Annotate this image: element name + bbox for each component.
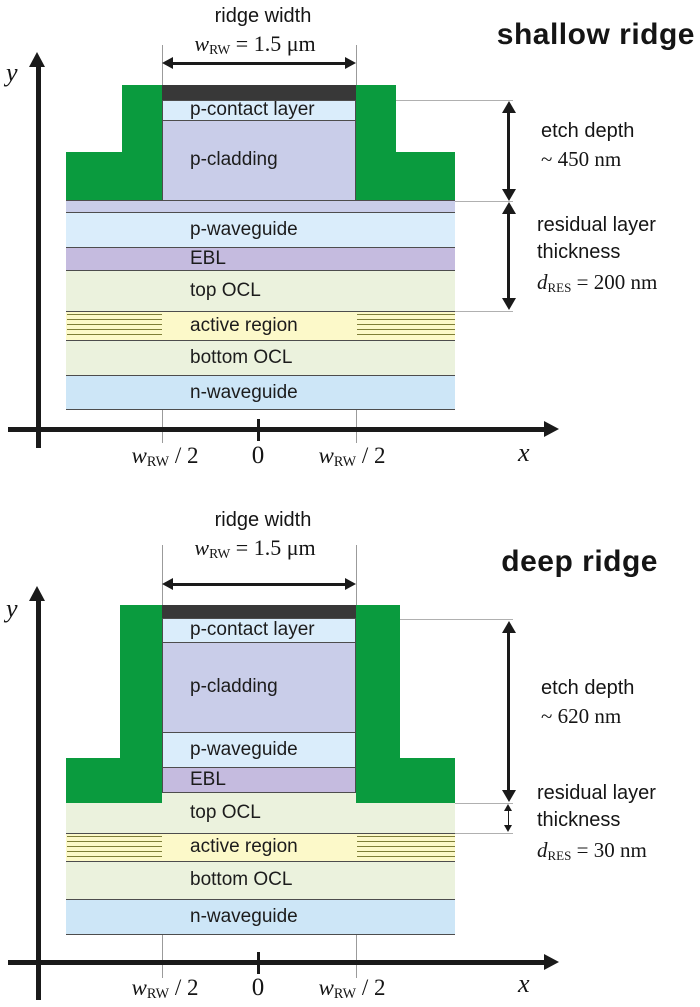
quantum-well-stripes xyxy=(67,836,162,857)
arrow-up-head-icon xyxy=(501,621,516,633)
layer-p-waveguide: p-waveguide xyxy=(66,212,455,247)
arrow-down-head-icon xyxy=(501,298,516,310)
arrow-up-head-icon xyxy=(501,202,516,214)
x-axis xyxy=(8,960,545,965)
layer-n-waveguide: n-waveguide xyxy=(66,375,455,410)
ridge-width-caption: ridge width xyxy=(214,509,312,531)
y-axis-label: y xyxy=(6,594,18,623)
layer-bottom-ocl: bottom OCL xyxy=(66,340,455,375)
etch-depth-caption: etch depth xyxy=(541,120,635,142)
etch-depth-value: ~ 450 nm xyxy=(541,147,622,171)
arrow-down-head-icon xyxy=(501,189,516,201)
arrow-down-head-icon xyxy=(504,825,512,832)
green-contact-pad-left xyxy=(66,85,162,200)
residual-formula: dRES = 200 nm xyxy=(537,270,658,295)
residual-thickness-arrow xyxy=(504,804,513,832)
etch-depth-arrow xyxy=(501,101,516,201)
green-contact-pad-left xyxy=(66,605,162,803)
diagram-title: shallow ridge xyxy=(496,18,695,51)
etch-depth-arrow xyxy=(501,621,516,802)
layer-bottom-ocl: bottom OCL xyxy=(66,861,455,899)
arrow-left-head-icon xyxy=(162,578,173,590)
green-contact-pad-right xyxy=(356,605,455,803)
etch-depth-caption: etch depth xyxy=(541,677,635,699)
ref-line-etch-top xyxy=(400,619,513,620)
y-axis-label: y xyxy=(6,58,18,87)
layer-p-cladding: p-cladding xyxy=(162,642,356,732)
arrow-right-head-icon xyxy=(345,578,356,590)
arrow-up-head-icon xyxy=(501,101,516,113)
green-contact-pad-right xyxy=(356,85,455,200)
half-width-tick-label-right: wRW / 2 xyxy=(318,443,386,471)
quantum-well-stripes xyxy=(357,314,455,335)
layer-p-contact: p-contact layer xyxy=(162,618,356,642)
etch-depth-value: ~ 620 nm xyxy=(541,704,622,728)
arrow-right-head-icon xyxy=(345,57,356,69)
quantum-well-stripes xyxy=(357,836,455,857)
y-axis-arrowhead-icon xyxy=(29,586,45,601)
metal-contact-bar xyxy=(162,605,356,618)
origin-label: 0 xyxy=(251,974,265,1001)
y-axis xyxy=(36,598,41,1000)
x-axis-arrowhead-icon xyxy=(544,421,559,437)
arrow-down-head-icon xyxy=(501,790,516,802)
half-width-tick-label-right: wRW / 2 xyxy=(318,975,386,1003)
residual-caption-line1: residual layer xyxy=(537,214,656,236)
residual-caption-line2: thickness xyxy=(537,241,621,263)
half-width-tick-label-left: wRW / 2 xyxy=(131,975,199,1003)
ref-line-etch-bottom xyxy=(455,201,513,202)
ridge-width-formula: wRW = 1.5 μm xyxy=(194,535,316,561)
x-axis xyxy=(8,427,545,432)
half-width-tick-label-left: wRW / 2 xyxy=(131,443,199,471)
ridge-width-formula: wRW = 1.5 μm xyxy=(194,31,316,57)
arrow-left-head-icon xyxy=(162,57,173,69)
quantum-well-stripes xyxy=(67,314,162,335)
arrow-up-head-icon xyxy=(504,804,512,811)
ridge-width-arrow xyxy=(162,57,356,70)
y-axis-arrowhead-icon xyxy=(29,52,45,67)
layer-n-waveguide: n-waveguide xyxy=(66,899,455,935)
residual-caption-line2: thickness xyxy=(537,809,621,831)
ref-line-etch-bottom xyxy=(455,803,513,804)
residual-formula: dRES = 30 nm xyxy=(537,838,647,863)
metal-contact-bar xyxy=(162,85,356,100)
diagram-title: deep ridge xyxy=(501,545,658,578)
ref-line-etch-top xyxy=(396,100,513,101)
origin-tick xyxy=(256,952,260,974)
layer-p-cladding: p-cladding xyxy=(162,120,356,200)
layer-ebl: EBL xyxy=(66,247,455,270)
origin-tick xyxy=(256,419,260,441)
layer-top-ocl: top OCL xyxy=(66,270,455,311)
y-axis xyxy=(36,64,41,448)
x-axis-arrowhead-icon xyxy=(544,954,559,970)
ref-line-active-top xyxy=(455,833,513,834)
x-axis-label: x xyxy=(518,969,530,998)
x-axis-label: x xyxy=(518,438,530,467)
ridge-width-arrow xyxy=(162,578,356,591)
residual-caption-line1: residual layer xyxy=(537,782,656,804)
layer-p-cladding-residual xyxy=(66,200,455,212)
ridge-width-caption: ridge width xyxy=(214,5,312,27)
origin-label: 0 xyxy=(251,442,265,469)
layer-p-waveguide: p-waveguide xyxy=(162,732,356,767)
residual-thickness-arrow xyxy=(501,202,516,310)
layer-ebl: EBL xyxy=(162,767,356,792)
ref-line-active-top xyxy=(455,311,513,312)
layer-p-contact: p-contact layer xyxy=(162,100,356,120)
